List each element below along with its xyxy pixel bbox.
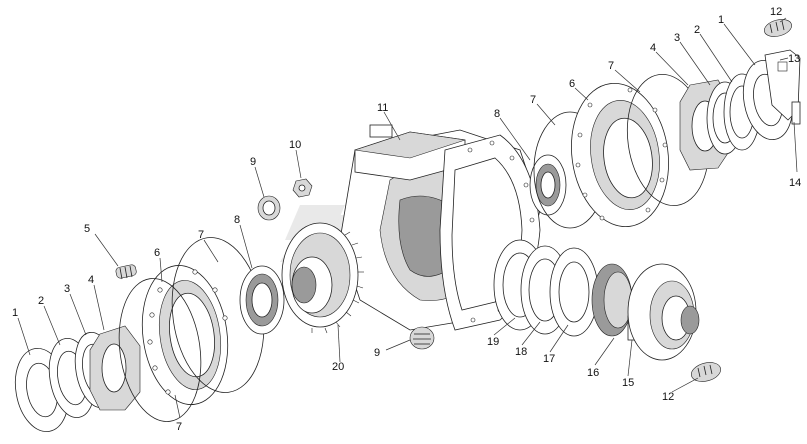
part-9-top-plug <box>257 195 281 221</box>
callout-18: 18 <box>515 346 527 358</box>
part-17-shim <box>549 247 599 337</box>
leader-lines <box>17 17 798 419</box>
callout-13: 13 <box>788 53 800 65</box>
callout-7-left-bottom: 7 <box>176 421 182 433</box>
callout-7-right-top: 7 <box>608 60 614 72</box>
callout-14: 14 <box>789 177 801 189</box>
callout-8-left: 8 <box>234 214 240 226</box>
gear-teeth <box>311 231 364 334</box>
callout-2-left: 2 <box>38 295 44 307</box>
part-20-ring-gear <box>281 222 364 334</box>
part-12-top-plug <box>764 19 792 37</box>
part-5-plug <box>115 264 137 280</box>
part-10-nut <box>292 178 313 198</box>
part-9-bottom-plug <box>409 326 435 350</box>
callout-16: 16 <box>587 367 599 379</box>
part-15-hub <box>627 263 700 361</box>
callout-10: 10 <box>289 139 301 151</box>
part-4-left-nut <box>89 325 141 411</box>
callout-9-top: 9 <box>250 156 256 168</box>
callout-15: 15 <box>622 377 634 389</box>
callout-12-bottom: 12 <box>662 391 674 403</box>
cover-right-bolt-holes <box>575 87 668 221</box>
callout-6-left: 6 <box>154 247 160 259</box>
callout-11: 11 <box>377 102 388 114</box>
callout-7-right-mid: 7 <box>530 94 536 106</box>
cover-bolt-holes <box>147 269 228 395</box>
callout-labels: 1 2 3 4 5 6 7 7 8 9 10 11 9 20 19 18 17 … <box>12 6 801 433</box>
callout-9-bottom: 9 <box>374 347 380 359</box>
part-11-top-cover <box>354 124 466 181</box>
callout-1-left: 1 <box>12 307 18 319</box>
callout-4-left: 4 <box>88 274 94 286</box>
callout-3-right: 3 <box>674 32 680 44</box>
callout-19: 19 <box>487 336 499 348</box>
callout-4-right: 4 <box>650 42 656 54</box>
part-13-lock-plate <box>764 49 801 125</box>
callout-17: 17 <box>543 353 555 365</box>
callout-2-right: 2 <box>694 24 700 36</box>
part-6-left-cover <box>141 265 229 405</box>
callout-12-top: 12 <box>770 6 782 18</box>
part-6-right-cover <box>571 82 669 228</box>
callout-8-right: 8 <box>494 108 500 120</box>
part-8-left-bearing <box>239 265 285 335</box>
callout-6-right: 6 <box>569 78 575 90</box>
part-7-left-lower-gasket <box>118 278 202 422</box>
part-12-bottom-plug <box>691 362 721 382</box>
callout-3-left: 3 <box>64 283 70 295</box>
callout-1-right: 1 <box>718 14 724 26</box>
callout-20: 20 <box>332 361 344 373</box>
callout-5: 5 <box>84 223 90 235</box>
callout-7-left-top: 7 <box>198 229 204 241</box>
